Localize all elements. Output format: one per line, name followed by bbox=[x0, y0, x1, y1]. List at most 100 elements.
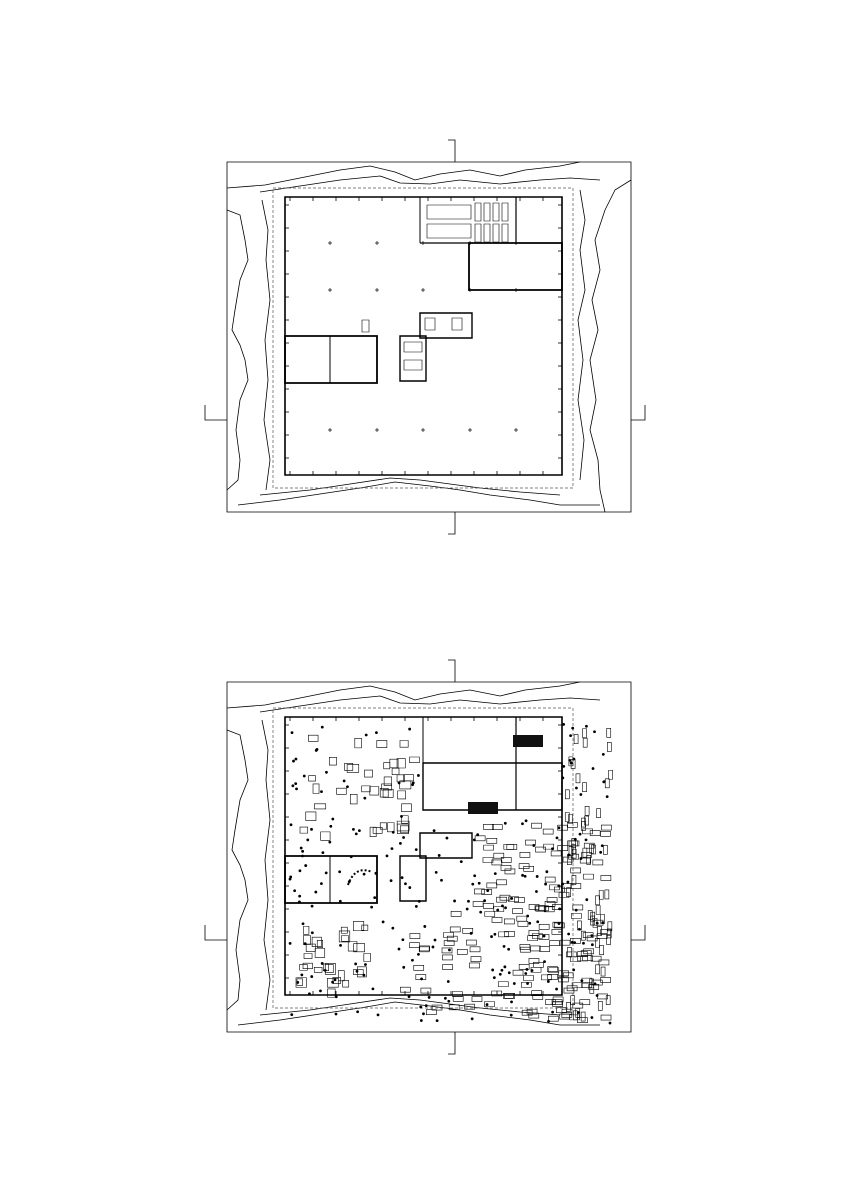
occupant-dot bbox=[536, 920, 540, 924]
desk bbox=[315, 948, 325, 957]
desk bbox=[572, 845, 576, 854]
desk bbox=[605, 779, 609, 788]
desk bbox=[520, 852, 530, 857]
desk bbox=[509, 897, 519, 902]
occupant-dot bbox=[315, 748, 319, 751]
desk bbox=[581, 1012, 585, 1021]
occupant-dot bbox=[528, 921, 532, 925]
occupant-dot bbox=[352, 828, 355, 831]
section-marker-bottom bbox=[448, 512, 455, 534]
desk bbox=[397, 775, 404, 782]
desk bbox=[444, 932, 454, 937]
desk bbox=[548, 974, 558, 979]
occupant-dot bbox=[301, 922, 305, 926]
desk bbox=[565, 813, 569, 822]
desk bbox=[419, 947, 429, 952]
section-marker-bottom bbox=[448, 1032, 455, 1054]
occupant-dot bbox=[338, 870, 342, 874]
occupant-dot bbox=[437, 854, 441, 857]
desk bbox=[353, 921, 363, 930]
occupant-dot bbox=[347, 880, 351, 884]
perimeter-ticks bbox=[285, 197, 562, 475]
occupant-dot bbox=[443, 996, 447, 1000]
desk bbox=[581, 821, 585, 830]
occupant-dot bbox=[302, 774, 306, 778]
desk bbox=[337, 788, 347, 794]
occupant-dot bbox=[414, 905, 418, 908]
occupant-dot bbox=[562, 722, 566, 726]
occupant-dot bbox=[491, 968, 495, 972]
desk bbox=[453, 996, 463, 1001]
desk bbox=[539, 934, 549, 939]
desk bbox=[564, 988, 574, 993]
desk bbox=[317, 940, 322, 947]
desk bbox=[397, 759, 405, 768]
occupant-dot bbox=[525, 967, 529, 971]
occupant-dot bbox=[593, 730, 596, 734]
desk bbox=[563, 857, 573, 862]
occupant-dot bbox=[510, 897, 514, 900]
occupant-dot bbox=[590, 1016, 594, 1019]
desk bbox=[304, 953, 312, 958]
occupant-dot bbox=[289, 875, 293, 879]
occupant-dot bbox=[354, 962, 358, 966]
site-frame bbox=[227, 162, 631, 512]
desk bbox=[587, 855, 591, 864]
desk bbox=[355, 738, 362, 748]
desk bbox=[400, 740, 408, 747]
occupant-dot bbox=[504, 906, 507, 910]
desk bbox=[306, 812, 316, 821]
occupant-dot bbox=[334, 1012, 338, 1016]
occupant-dot bbox=[364, 963, 367, 966]
desk bbox=[556, 1008, 566, 1013]
occupant-dot bbox=[570, 940, 574, 944]
desk bbox=[339, 931, 350, 942]
occupant-dot bbox=[423, 925, 427, 928]
occupant-dot bbox=[375, 731, 378, 735]
desk bbox=[590, 984, 594, 993]
desk bbox=[529, 958, 539, 963]
occupant-dot bbox=[321, 851, 325, 855]
desk bbox=[560, 1014, 570, 1019]
landscape-edge-top bbox=[227, 162, 580, 188]
occupant-dot bbox=[574, 908, 578, 912]
occupant-dot bbox=[310, 975, 314, 978]
desk bbox=[505, 869, 515, 874]
desk bbox=[451, 911, 461, 916]
occupant-dot bbox=[346, 785, 349, 789]
occupant-dot bbox=[385, 854, 389, 858]
desk bbox=[345, 763, 353, 770]
occupant-dot bbox=[301, 849, 305, 853]
desk bbox=[570, 957, 580, 962]
occupant-dot bbox=[354, 832, 358, 836]
desk bbox=[529, 904, 539, 909]
occupant-dot bbox=[296, 981, 300, 984]
occupant-dot bbox=[373, 896, 377, 900]
desk bbox=[398, 791, 406, 799]
desk bbox=[475, 836, 485, 841]
furniture-layout bbox=[296, 728, 613, 1022]
occupant-dot bbox=[470, 1017, 474, 1021]
occupant-dot bbox=[397, 947, 401, 951]
desk bbox=[384, 777, 391, 786]
desk bbox=[487, 838, 497, 843]
desk bbox=[466, 940, 476, 945]
occupant-dot bbox=[371, 987, 375, 991]
service-block-lower bbox=[468, 802, 498, 814]
occupant-dot bbox=[417, 774, 420, 777]
desk bbox=[504, 919, 514, 924]
occupant-dot bbox=[561, 776, 565, 780]
occupant-dot bbox=[555, 987, 558, 991]
desk bbox=[387, 823, 394, 832]
landscape-edge-right bbox=[590, 180, 631, 512]
desk bbox=[483, 858, 493, 863]
occupant-dot bbox=[580, 979, 584, 983]
occupant-dot bbox=[521, 873, 524, 877]
occupant-dot bbox=[414, 848, 418, 852]
occupant-dot bbox=[333, 978, 337, 982]
occupant-dot bbox=[472, 838, 476, 842]
desk bbox=[547, 898, 557, 903]
occupant-dot bbox=[381, 920, 385, 924]
occupant-dot bbox=[290, 731, 294, 735]
